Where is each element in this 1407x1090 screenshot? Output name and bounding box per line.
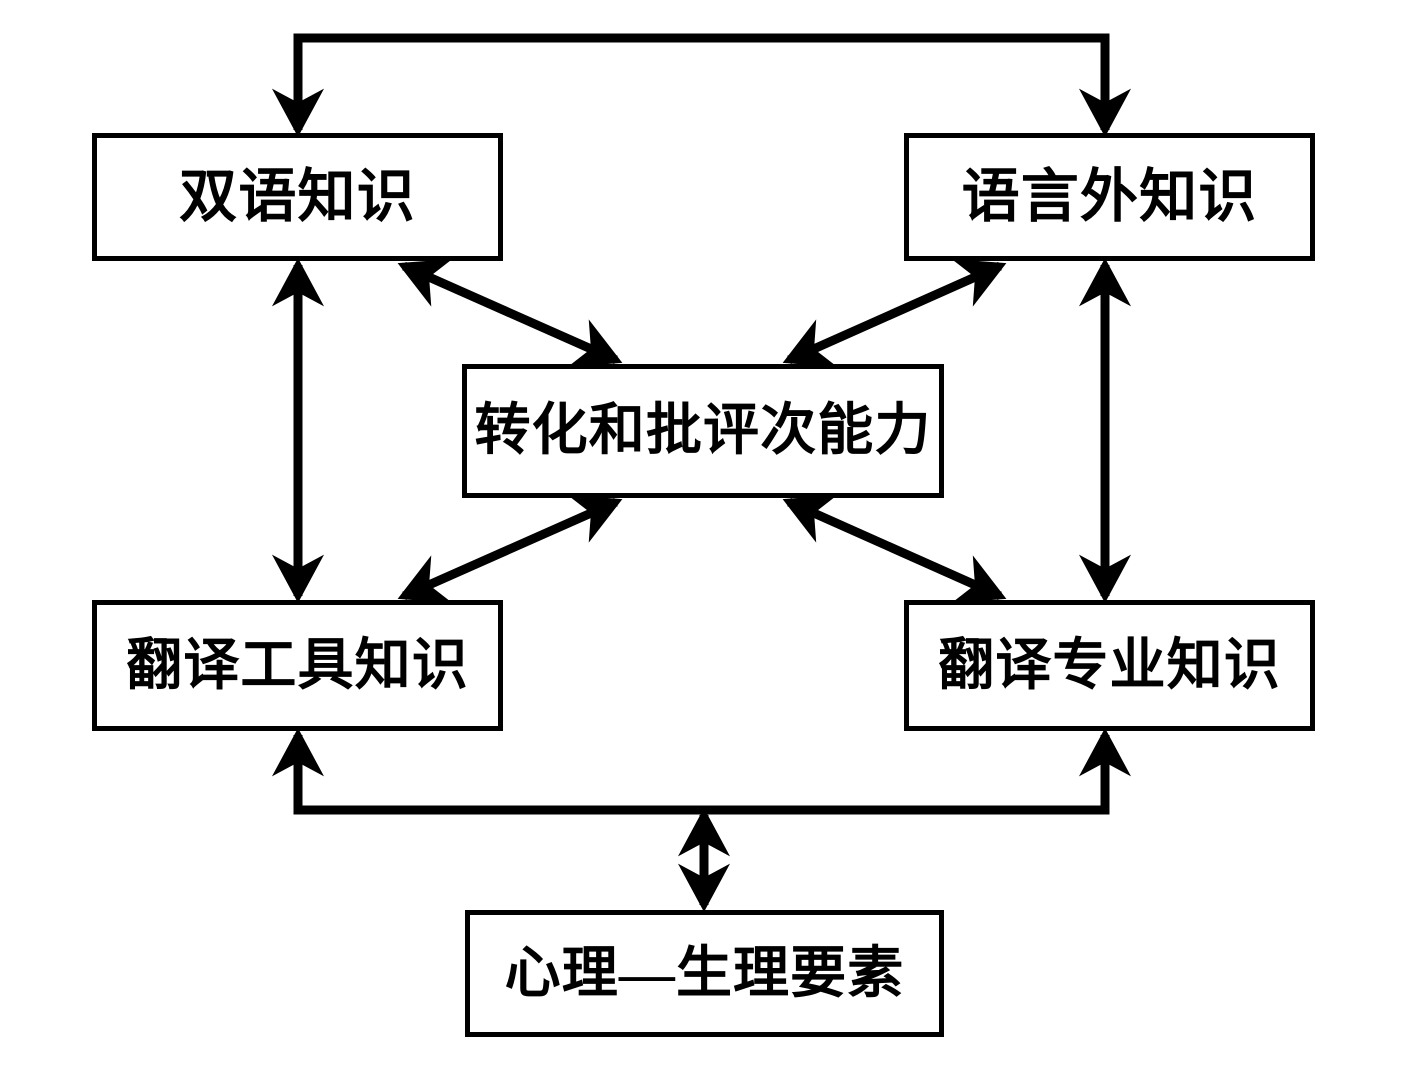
node-label: 心理—生理要素 — [504, 942, 905, 1005]
node-label: 转化和批评次能力 — [474, 400, 932, 462]
connector-extralinguistic-transfer — [782, 259, 1007, 367]
connector-top-bracket — [271, 33, 1132, 137]
node-label: 翻译专业知识 — [938, 634, 1281, 697]
connector-bilingual-transfer — [397, 258, 623, 368]
connector-professional-transfer — [782, 495, 1007, 603]
connector-bottom-bracket — [271, 728, 1132, 815]
node-label: 双语知识 — [179, 164, 416, 229]
node-label: 翻译工具知识 — [126, 634, 469, 697]
node-label: 语言外知识 — [961, 164, 1258, 229]
node-psycho-physiological-components[interactable]: 心理—生理要素 — [465, 910, 944, 1037]
node-translation-professional-knowledge[interactable]: 翻译专业知识 — [904, 600, 1315, 731]
node-bilingual-knowledge[interactable]: 双语知识 — [92, 133, 503, 261]
node-transfer-and-critical-subcompetence[interactable]: 转化和批评次能力 — [462, 364, 944, 498]
connector-tools-transfer — [397, 494, 623, 604]
node-extralinguistic-knowledge[interactable]: 语言外知识 — [904, 133, 1315, 261]
node-translation-tools-knowledge[interactable]: 翻译工具知识 — [92, 600, 503, 731]
